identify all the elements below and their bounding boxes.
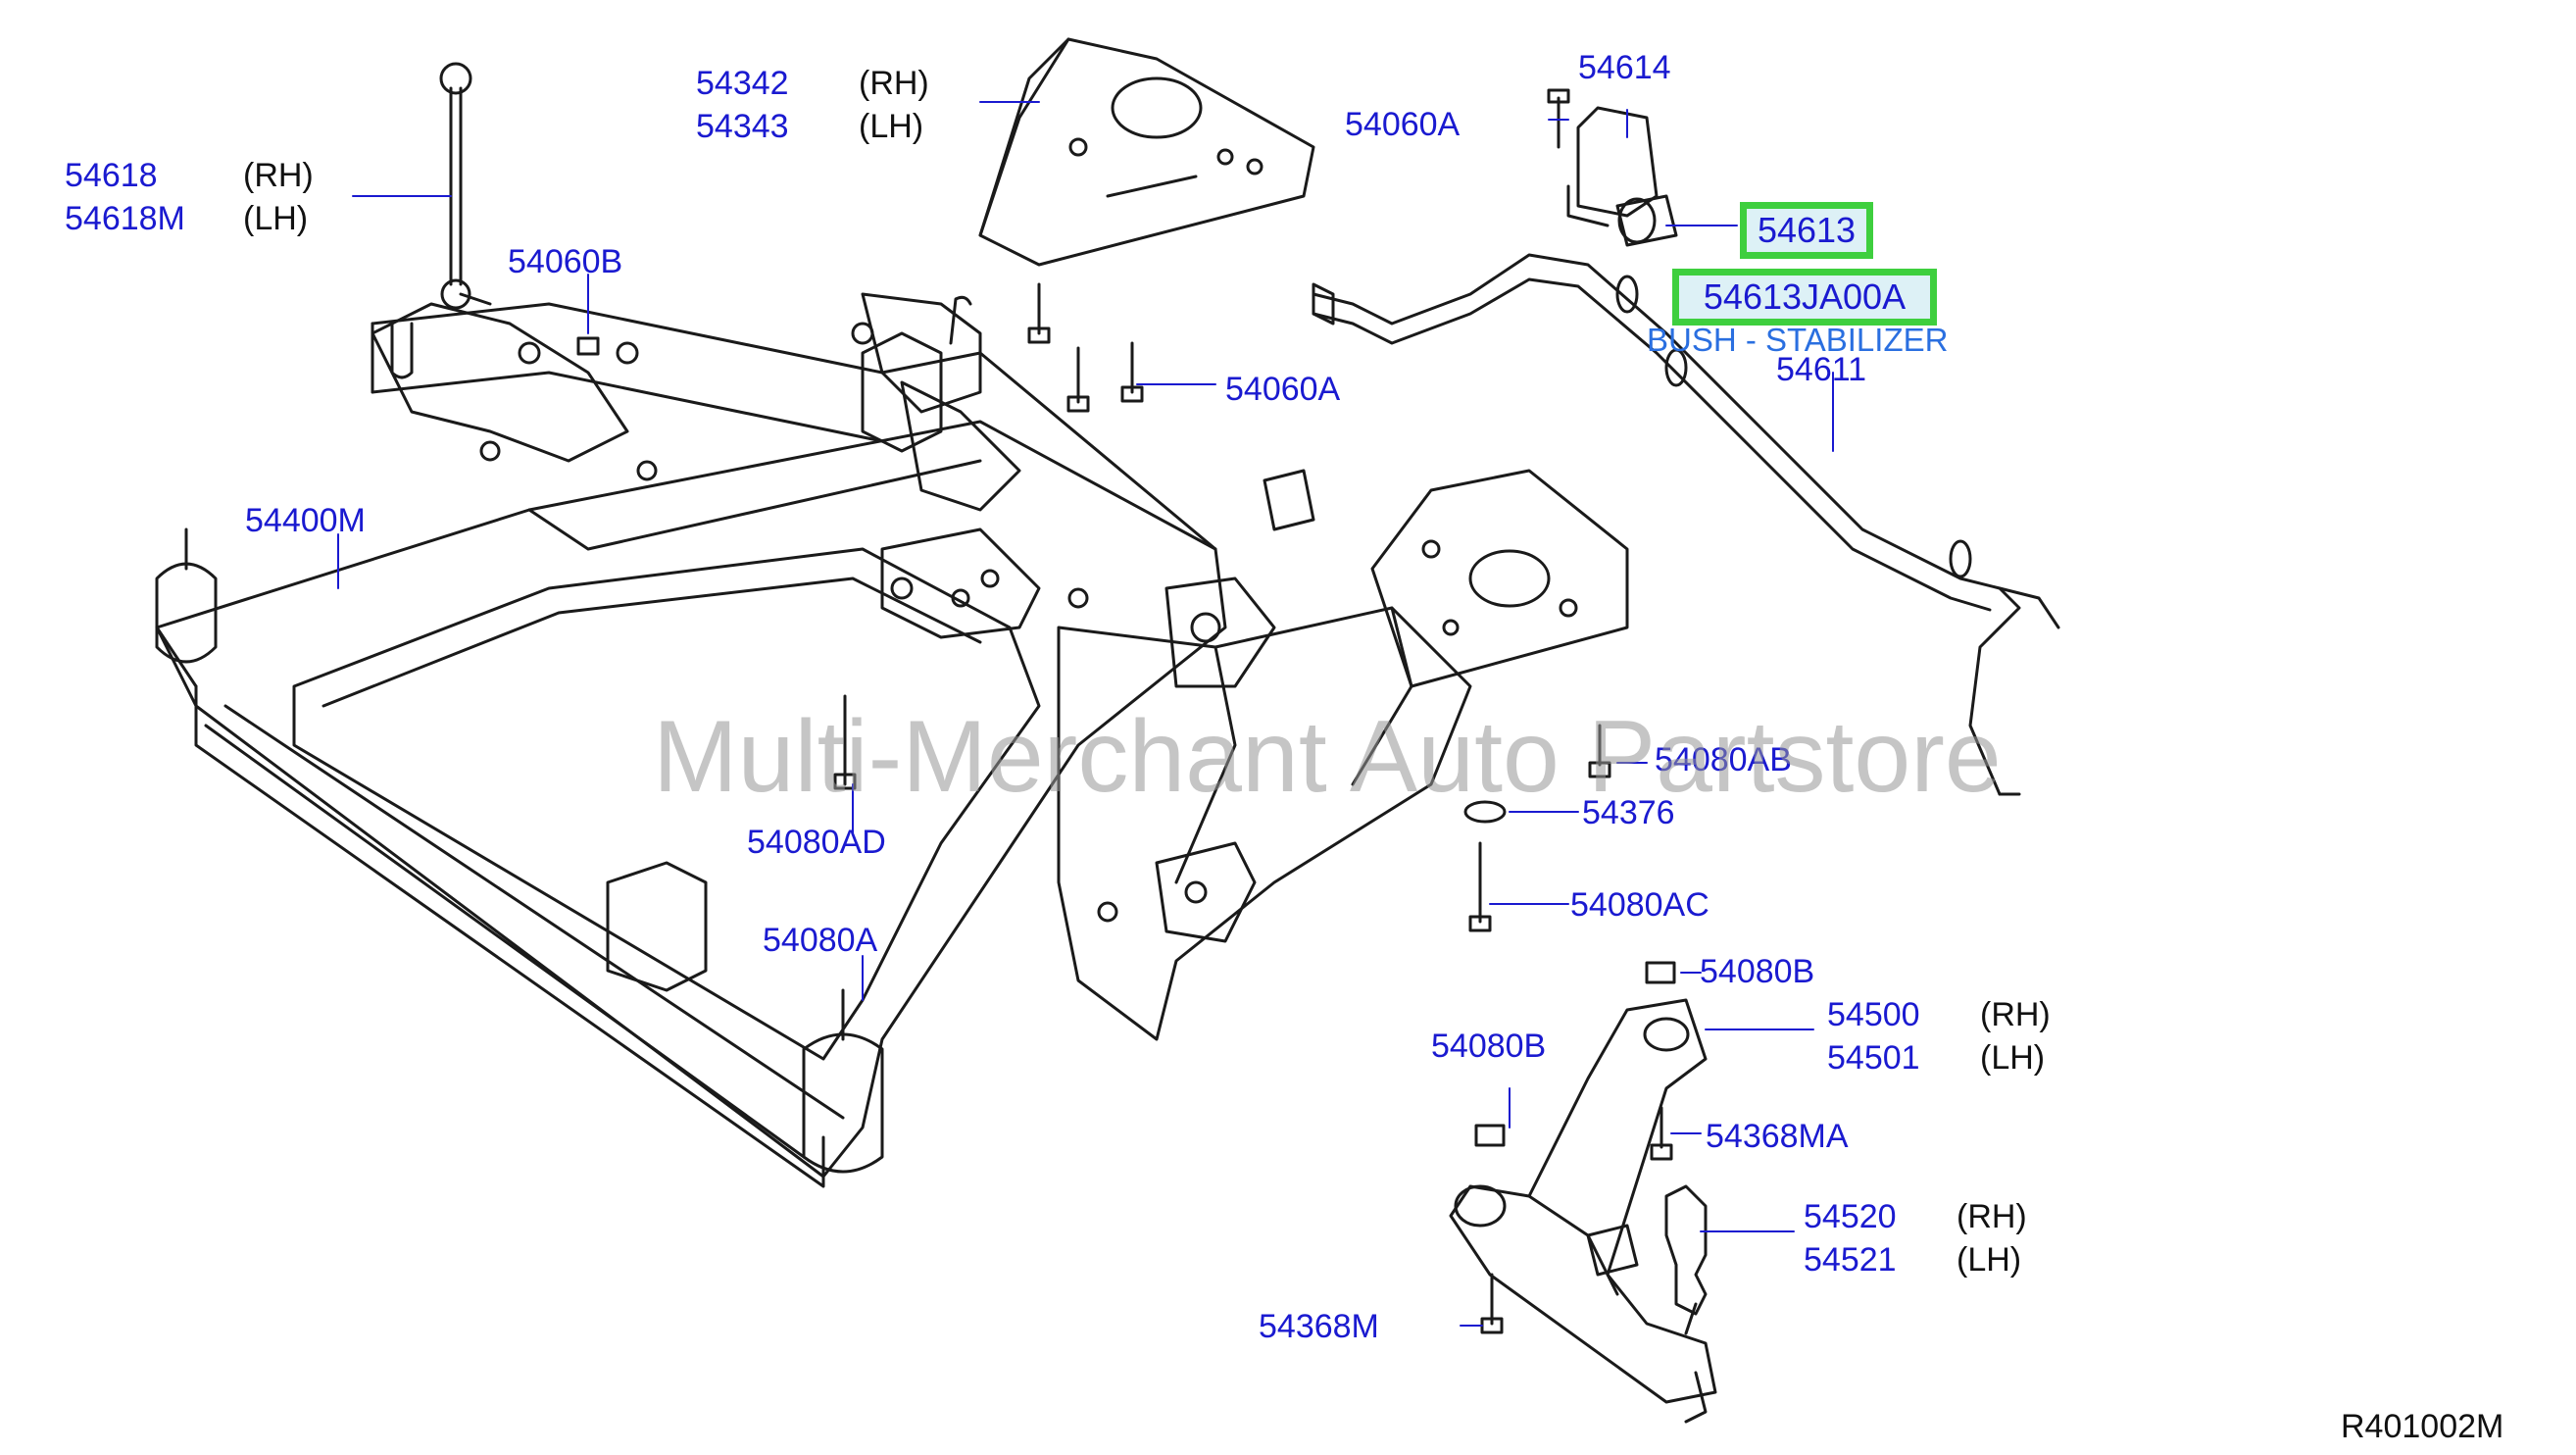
- bolts-drawing: [576, 88, 1676, 1334]
- callout-54368m[interactable]: 54368M: [1259, 1308, 1379, 1345]
- callout-54080ad[interactable]: 54080AD: [747, 824, 886, 861]
- callout-54343-side: (LH): [859, 108, 924, 145]
- callout-54618m-side: (LH): [243, 200, 309, 237]
- part-description: BUSH - STABILIZER: [1647, 322, 1949, 358]
- callout-54060b[interactable]: 54060B: [508, 243, 623, 280]
- callout-54342-side: (RH): [859, 65, 929, 102]
- callout-54521[interactable]: 54521: [1804, 1241, 1897, 1279]
- callout-54080b-left[interactable]: 54080B: [1431, 1028, 1547, 1065]
- highlight-54613[interactable]: 54613: [1740, 202, 1873, 259]
- callout-54500[interactable]: 54500: [1827, 996, 1920, 1033]
- callout-54520[interactable]: 54520: [1804, 1198, 1897, 1235]
- subframe-front-beam: [194, 684, 825, 1188]
- highlight-54613-text: 54613: [1757, 210, 1857, 250]
- watermark: Multi-Merchant Auto Partstore: [653, 700, 2002, 814]
- lower-arm-drawing: [1449, 998, 1717, 1424]
- callout-54080ac[interactable]: 54080AC: [1570, 886, 1709, 924]
- subframe-inner-opening: [292, 547, 1041, 1061]
- callout-54611[interactable]: 54611: [1776, 351, 1867, 388]
- callout-54614[interactable]: 54614: [1578, 49, 1671, 86]
- callout-54080a[interactable]: 54080A: [763, 922, 878, 959]
- bushing-clamp-drawing: [1566, 106, 1678, 247]
- leader-lines: [337, 101, 1834, 1327]
- callout-54521-side: (LH): [1957, 1241, 2022, 1279]
- callout-54060a-mid[interactable]: 54060A: [1225, 371, 1341, 408]
- left-upper-bracket: [371, 302, 629, 463]
- stabilizer-link-drawing: [439, 62, 492, 310]
- left-rear-mount: [802, 1032, 884, 1174]
- callout-54501-side: (LH): [1980, 1039, 2046, 1077]
- callout-54376[interactable]: 54376: [1582, 794, 1675, 831]
- callout-54618[interactable]: 54618: [65, 157, 158, 194]
- upper-plate-drawing: [978, 37, 1315, 267]
- callout-54618-side: (RH): [243, 157, 314, 194]
- callout-54520-side: (RH): [1957, 1198, 2027, 1235]
- highlight-54613ja00a-text: 54613JA00A: [1703, 276, 1907, 317]
- callout-54368ma[interactable]: 54368MA: [1706, 1118, 1849, 1155]
- callout-54618m[interactable]: 54618M: [65, 200, 185, 237]
- diagram-reference-code: R401002M: [2341, 1408, 2504, 1445]
- subframe-right-side: [1057, 606, 1472, 1041]
- subframe-rear-beam: [371, 302, 1217, 551]
- stabilizer-bar-drawing: [1312, 253, 2060, 796]
- callout-54500-side: (RH): [1980, 996, 2051, 1033]
- highlight-54613ja00a[interactable]: 54613JA00A: [1672, 269, 1937, 326]
- right-plate-drawing: [1370, 469, 1629, 688]
- left-front-mount: [155, 562, 218, 664]
- callout-54342[interactable]: 54342: [696, 65, 789, 102]
- callout-54501[interactable]: 54501: [1827, 1039, 1920, 1077]
- callout-54080ab[interactable]: 54080AB: [1655, 741, 1792, 778]
- callout-54343[interactable]: 54343: [696, 108, 789, 145]
- arm-bracket-drawing: [1664, 1184, 1708, 1316]
- callout-54400m[interactable]: 54400M: [245, 502, 366, 539]
- callout-54080b-top[interactable]: 54080B: [1700, 953, 1815, 990]
- callout-54060a-top[interactable]: 54060A: [1345, 106, 1461, 143]
